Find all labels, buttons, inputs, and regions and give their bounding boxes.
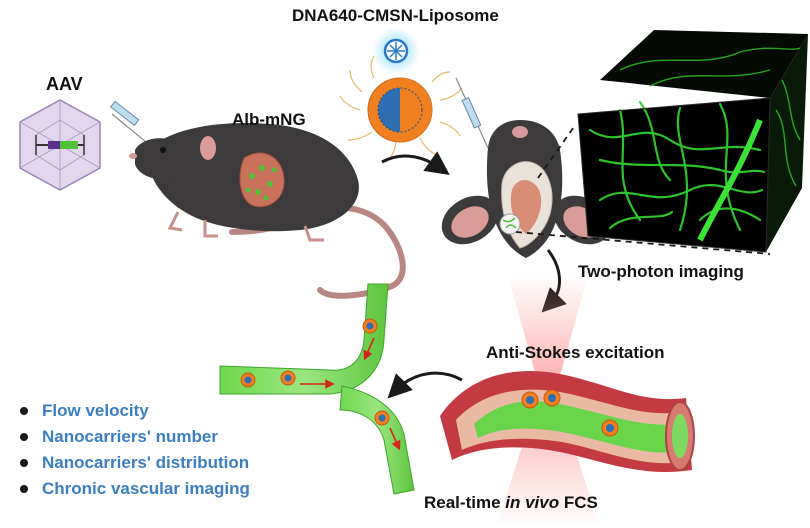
liposome-title: DNA640-CMSN-Liposome <box>292 6 499 25</box>
two-photon-label: Two-photon imaging <box>578 262 744 281</box>
branched-vessel-nanocarriers <box>240 318 390 426</box>
list-item: Nanocarriers' number <box>20 424 250 450</box>
bullet-icon <box>20 407 28 415</box>
flow-arrow-1 <box>381 151 450 175</box>
vessel-cross-section <box>440 370 695 473</box>
fcs-italic: in vivo <box>505 493 560 512</box>
fcs-prefix: Real-time <box>424 493 506 512</box>
transgene-cassette-icon <box>35 135 85 155</box>
vessel-nanocarriers <box>521 389 619 437</box>
aav-capsid <box>19 99 101 191</box>
list-item-label: Chronic vascular imaging <box>42 479 250 498</box>
fcs-label: Real-time in vivo FCS <box>424 493 598 513</box>
list-item-label: Nanocarriers' number <box>42 427 218 446</box>
branched-vessel <box>219 283 415 495</box>
list-item: Nanocarriers' distribution <box>20 450 250 476</box>
aav-label: AAV <box>46 74 83 94</box>
alb-mng-label: Alb-mNG <box>232 110 306 129</box>
syringe-icon <box>110 100 153 148</box>
fcs-suffix: FCS <box>559 493 598 512</box>
list-item: Chronic vascular imaging <box>20 476 250 502</box>
list-item: Flow velocity <box>20 398 250 424</box>
anti-stokes-label: Anti-Stokes excitation <box>486 343 665 362</box>
flow-arrow-3 <box>387 371 463 399</box>
bullet-icon <box>20 485 28 493</box>
bullet-icon <box>20 459 28 467</box>
laser-beam <box>496 276 600 528</box>
bullet-icon <box>20 433 28 441</box>
liposome-nanocarrier <box>339 27 463 163</box>
readout-list: Flow velocity Nanocarriers' number Nanoc… <box>20 398 250 502</box>
mouse-illustration <box>129 123 406 299</box>
list-item-label: Flow velocity <box>42 401 149 420</box>
list-item-label: Nanocarriers' distribution <box>42 453 250 472</box>
two-photon-vessel-volume <box>577 30 808 253</box>
